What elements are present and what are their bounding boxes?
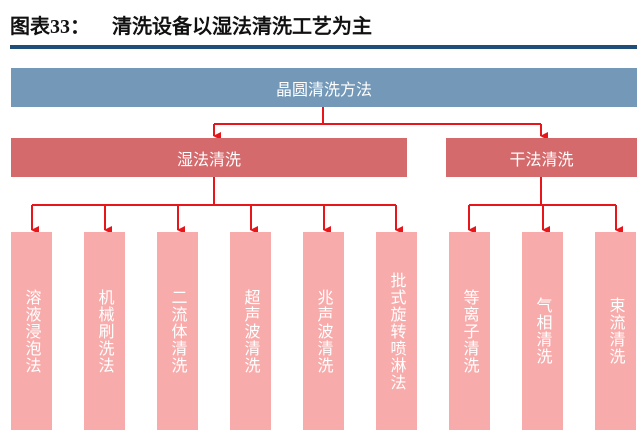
leaf-node: 气相清洗 (522, 232, 563, 430)
leaf-node: 批式旋转喷淋法 (376, 232, 417, 430)
wet-connector (32, 177, 396, 206)
figure-label: 图表33： (10, 16, 90, 38)
leaf-node: 等离子清洗 (449, 232, 490, 430)
category-dry-cleaning: 干法清洗 (446, 138, 637, 177)
dry-connector (469, 177, 616, 206)
leaf-node: 二流体清洗 (157, 232, 198, 430)
root-node: 晶圆清洗方法 (11, 68, 637, 107)
root-connector (214, 107, 541, 125)
leaf-node: 束流清洗 (595, 232, 636, 430)
figure-title-text: 清洗设备以湿法清洗工艺为主 (112, 14, 372, 38)
leaf-node: 溶液浸泡法 (11, 232, 52, 430)
leaf-node: 兆声波清洗 (303, 232, 344, 430)
leaf-node: 超声波清洗 (230, 232, 271, 430)
leaf-node: 机械刷洗法 (84, 232, 125, 430)
category-wet-cleaning: 湿法清洗 (11, 138, 407, 177)
figure-title: 图表33： 清洗设备以湿法清洗工艺为主 (10, 10, 372, 39)
title-divider (10, 45, 637, 49)
